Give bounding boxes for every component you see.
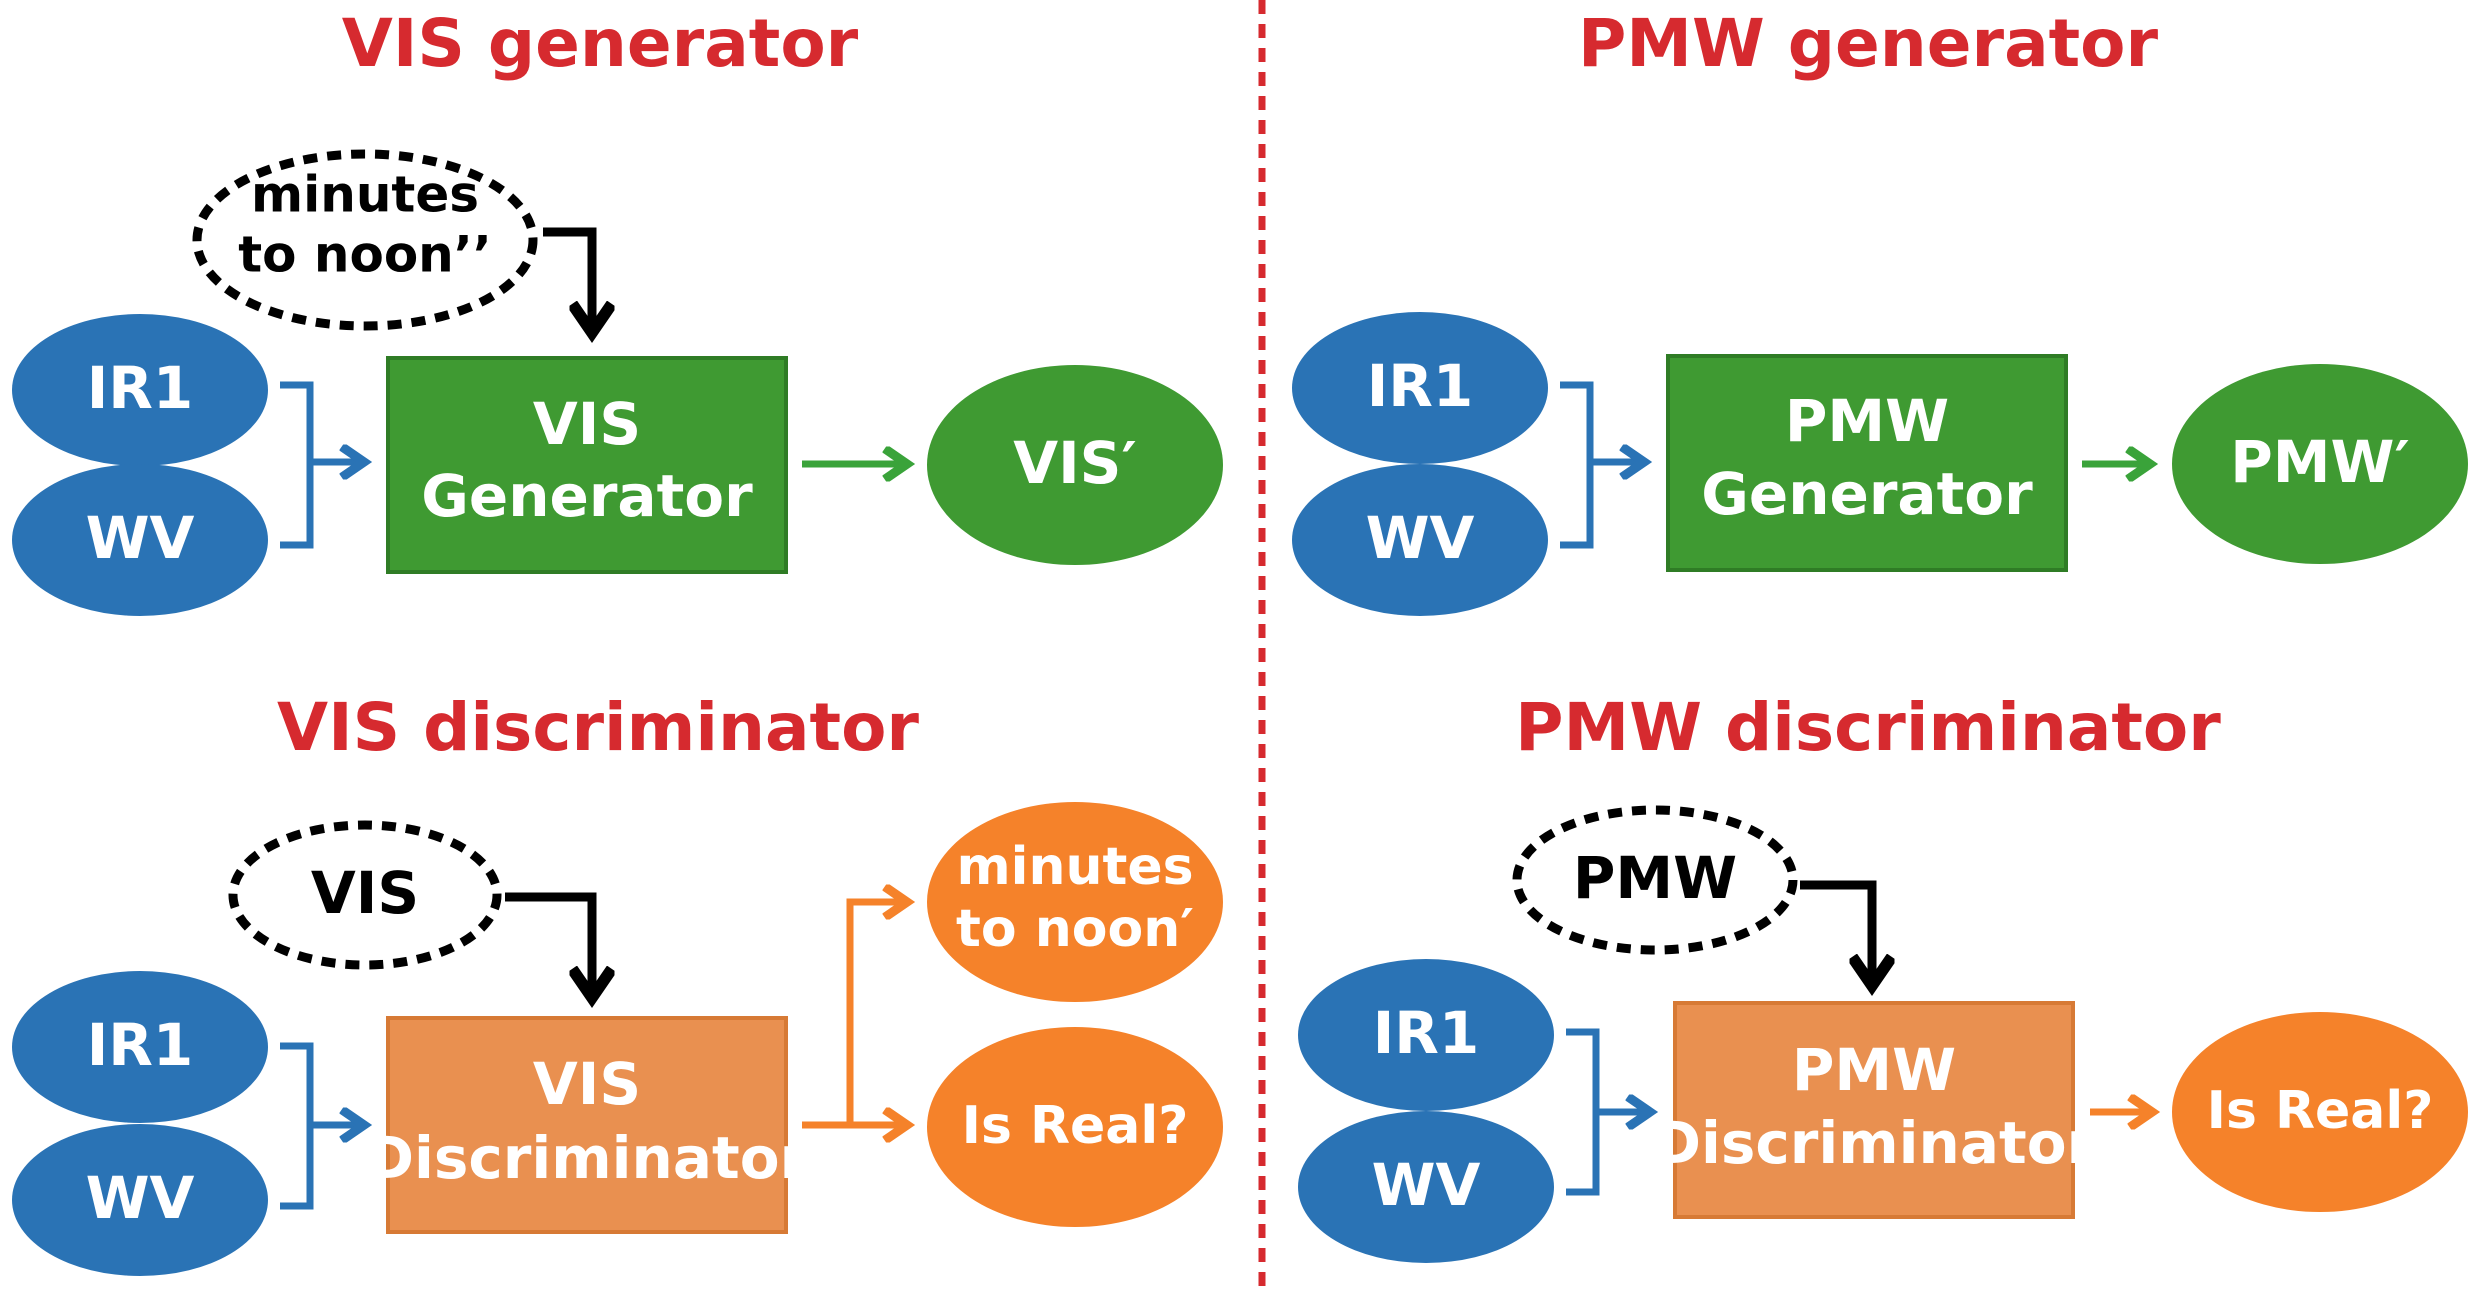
pmw-discriminator-box-line-2: Discriminator — [1653, 1109, 2096, 1177]
vis-generator-title: VIS generator — [342, 5, 859, 82]
vis-generator-box — [386, 356, 788, 574]
input-ir1 — [1292, 312, 1548, 464]
pmw-discriminator-title: PMW discriminator — [1515, 689, 2221, 766]
output-is-real-label: Is Real? — [962, 1096, 1189, 1156]
condition-arrow — [543, 227, 592, 330]
vis-generator-box-line-1: VIS — [533, 390, 641, 458]
pmw-generator-box-line-2: Generator — [1701, 460, 2033, 528]
condition-bubble — [228, 820, 502, 970]
input-wv-label: WV — [1372, 1151, 1481, 1219]
input-bracket — [1566, 1028, 1600, 1196]
pmw-discriminator-box — [1673, 1001, 2075, 1219]
condition-bubble — [192, 149, 538, 331]
output-arrow-fork — [802, 902, 905, 1129]
output-minutes-to-noon — [927, 802, 1223, 1002]
condition-text: PMW — [1573, 844, 1737, 912]
input-ir1 — [12, 314, 268, 466]
input-ir1-label: IR1 — [87, 1011, 194, 1079]
pmw-discriminator-box-line-1: PMW — [1792, 1036, 1956, 1104]
vis-discriminator-panel: VIS discriminator VIS IR1 WV VIS Discrim… — [12, 689, 1223, 1276]
condition-text-line-2: to noon’’ — [238, 226, 492, 284]
vis-discriminator-box — [386, 1016, 788, 1234]
input-wv — [1292, 464, 1548, 616]
output-is-real — [2172, 1012, 2468, 1212]
pmw-generator-panel: PMW generator IR1 WV PMW Generator PMW′ — [1292, 5, 2468, 616]
output-pmw-prime-label: PMW′ — [2230, 428, 2410, 496]
input-bracket — [280, 1042, 314, 1210]
input-wv-label: WV — [86, 1164, 195, 1232]
vis-discriminator-title: VIS discriminator — [277, 689, 919, 766]
vis-generator-panel: VIS generator minutes to noon’’ IR1 WV V… — [12, 5, 1223, 616]
condition-text: VIS — [311, 859, 419, 927]
vis-discriminator-box-line-2: Discriminator — [366, 1124, 809, 1192]
output-minutes-line-2: to noon′ — [956, 899, 1194, 959]
output-vis-prime-label: VIS′ — [1013, 429, 1137, 497]
condition-text-line-1: minutes — [251, 166, 479, 224]
output-is-real-label: Is Real? — [2207, 1081, 2434, 1141]
input-ir1-label: IR1 — [1373, 999, 1480, 1067]
vis-discriminator-box-line-1: VIS — [533, 1050, 641, 1118]
input-wv-label: WV — [86, 504, 195, 572]
input-wv — [12, 1124, 268, 1276]
input-ir1-label: IR1 — [87, 354, 194, 422]
input-ir1-label: IR1 — [1367, 352, 1474, 420]
pmw-generator-box — [1666, 354, 2068, 572]
condition-bubble — [1512, 805, 1798, 955]
input-ir1 — [1298, 959, 1554, 1111]
input-bracket — [280, 381, 314, 549]
output-is-real — [927, 1027, 1223, 1227]
pmw-generator-box-line-1: PMW — [1785, 387, 1949, 455]
pmw-discriminator-panel: PMW discriminator PMW IR1 WV PMW Discrim… — [1298, 689, 2468, 1263]
output-minutes-line-1: minutes — [956, 837, 1193, 897]
condition-arrow — [1800, 880, 1872, 983]
vis-generator-box-line-2: Generator — [421, 462, 753, 530]
input-wv-label: WV — [1366, 504, 1475, 572]
input-bracket — [1560, 381, 1594, 549]
condition-arrow — [505, 892, 592, 995]
output-pmw-prime — [2172, 364, 2468, 564]
output-vis-prime — [927, 365, 1223, 565]
input-wv — [12, 464, 268, 616]
pmw-generator-title: PMW generator — [1578, 5, 2159, 82]
input-wv — [1298, 1111, 1554, 1263]
input-ir1 — [12, 971, 268, 1123]
